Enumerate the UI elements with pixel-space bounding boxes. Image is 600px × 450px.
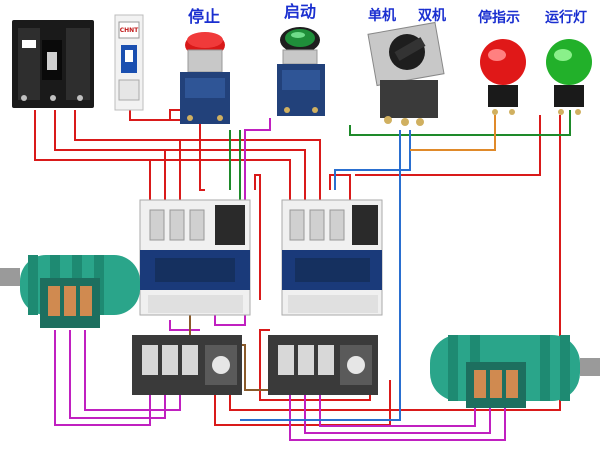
labels: 停止 启动 单机 双机 停指示 运行灯 bbox=[188, 2, 587, 26]
svg-text:CHNT: CHNT bbox=[120, 27, 139, 34]
motor-1 bbox=[0, 255, 140, 328]
start-button bbox=[277, 27, 325, 116]
single-label: 单机 bbox=[368, 7, 396, 24]
run-light-label: 运行灯 bbox=[545, 9, 587, 26]
wire-red bbox=[34, 110, 151, 225]
wire-red bbox=[74, 110, 181, 225]
contactor-2 bbox=[281, 199, 383, 316]
mcb: CHNT bbox=[114, 14, 144, 111]
thermal-relay-2 bbox=[268, 335, 378, 395]
wire-magenta bbox=[304, 395, 491, 434]
thermal-relay-1 bbox=[132, 335, 242, 395]
wire-magenta bbox=[69, 330, 166, 419]
wire-magenta bbox=[84, 330, 181, 411]
wire-magenta bbox=[169, 320, 200, 331]
contactor-1 bbox=[139, 199, 251, 316]
wire-magenta bbox=[319, 395, 476, 427]
start-label: 启动 bbox=[284, 2, 316, 21]
run-lamp bbox=[546, 39, 592, 115]
wire-red bbox=[214, 380, 391, 426]
stop-indicator-lamp bbox=[480, 39, 526, 115]
wire-red bbox=[355, 115, 541, 176]
stop-button bbox=[180, 32, 230, 124]
circuit-breaker bbox=[12, 20, 94, 108]
wire-red bbox=[229, 115, 561, 411]
wire-red bbox=[180, 139, 321, 225]
wire-orange bbox=[410, 115, 496, 151]
selector-switch bbox=[367, 21, 445, 126]
wire-green bbox=[349, 110, 571, 136]
wire-red bbox=[254, 174, 261, 300]
stop-indicator-label: 停指示 bbox=[478, 9, 520, 26]
wires bbox=[34, 109, 571, 441]
wire-magenta bbox=[289, 395, 506, 441]
wire-red bbox=[54, 110, 166, 225]
motor-2 bbox=[430, 335, 600, 408]
stop-label: 停止 bbox=[188, 7, 220, 26]
double-label: 双机 bbox=[418, 7, 446, 24]
wire-blue bbox=[240, 130, 401, 421]
wire-blue bbox=[334, 130, 411, 190]
